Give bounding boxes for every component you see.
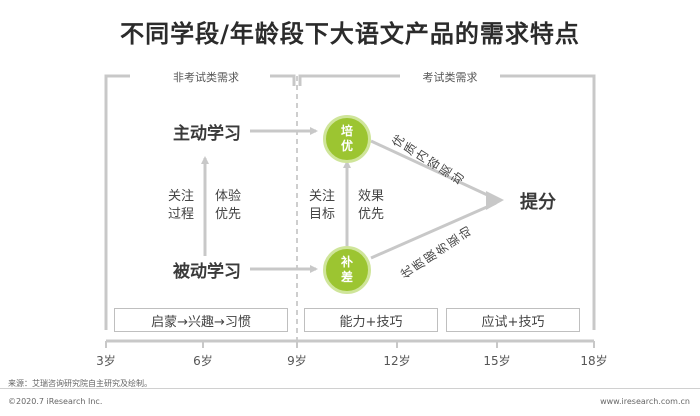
diagonal-upper	[370, 139, 497, 201]
stage-box-exam: 应试+技巧	[446, 308, 580, 332]
circle-cultivate: 培 优	[323, 115, 371, 163]
label-active-learning: 主动学习	[173, 124, 241, 144]
section-label-non-exam: 非考试类需求	[173, 71, 239, 84]
age-tick: 3岁	[96, 354, 116, 368]
section-label-exam: 考试类需求	[422, 71, 478, 84]
note-process: 关注 过程	[167, 189, 194, 222]
age-tick: 12岁	[383, 354, 411, 368]
bracket-lines	[104, 74, 596, 330]
note-goal: 关注 目标	[308, 189, 335, 222]
note-experience: 体验 优先	[214, 189, 241, 222]
left-bracket-end	[270, 74, 296, 86]
right-bracket-start	[298, 74, 400, 86]
age-tick: 9岁	[287, 354, 307, 368]
website: www.iresearch.com.cn	[600, 397, 690, 406]
footer: ©2020.7 iResearch Inc. www.iresearch.com…	[0, 388, 700, 416]
stage-box-enlightenment: 启蒙→兴趣→习惯	[114, 308, 288, 332]
note-effect: 效果 优先	[357, 189, 384, 222]
right-bracket-end	[500, 74, 596, 86]
left-bracket-start	[104, 74, 130, 86]
age-tick: 15岁	[483, 354, 511, 368]
age-tick: 18岁	[580, 354, 608, 368]
stage-box-ability: 能力+技巧	[304, 308, 438, 332]
outcome-arrowhead	[486, 191, 504, 210]
timeline-ticks	[105, 341, 595, 348]
copyright: ©2020.7 iResearch Inc.	[8, 397, 103, 406]
diagonal-lower	[370, 201, 497, 260]
outcome-label: 提分	[520, 192, 556, 213]
age-tick: 6岁	[193, 354, 213, 368]
page-title: 不同学段/年龄段下大语文产品的需求特点	[120, 20, 580, 48]
circle-remedial: 补 差	[323, 246, 371, 294]
source-note: 来源：艾瑞咨询研究院自主研究及绘制。	[8, 379, 152, 388]
label-passive-learning: 被动学习	[173, 262, 241, 282]
